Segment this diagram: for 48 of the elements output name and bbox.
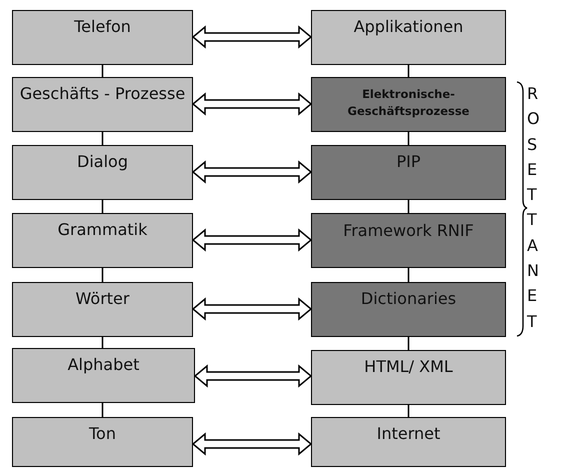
box-label: Wörter [74, 288, 130, 308]
box-label: PIP [395, 151, 422, 171]
process-box [12, 213, 193, 268]
double-arrow [194, 364, 312, 388]
box-label: Grammatik [56, 219, 148, 239]
double-arrow [192, 92, 312, 116]
process-box [311, 213, 506, 268]
connector-line [102, 268, 104, 282]
box-label: Alphabet [66, 354, 140, 374]
connector-line [408, 405, 410, 417]
vertical-label: ROSETTANET [527, 83, 541, 333]
box-label: Elektronische- Geschäftsprozesse [346, 86, 470, 120]
box-label: Dialog [76, 151, 129, 171]
process-box [311, 145, 506, 200]
process-box [12, 77, 193, 132]
connector-line [102, 200, 104, 213]
connector-line [408, 200, 410, 213]
process-box [311, 10, 506, 65]
connector-line [102, 337, 104, 348]
box-label: Applikationen [352, 16, 464, 36]
connector-line [408, 132, 410, 145]
process-box [311, 417, 506, 467]
connector-line [408, 65, 410, 77]
process-box [12, 348, 195, 403]
box-label: HTML/ XML [363, 356, 454, 376]
process-box [311, 77, 506, 132]
box-label: Telefon [73, 16, 132, 36]
process-box [12, 145, 193, 200]
double-arrow [192, 432, 312, 456]
box-label: Geschäfts - Prozesse [18, 83, 186, 103]
connector-line [102, 132, 104, 145]
double-arrow [192, 297, 312, 321]
connector-line [408, 337, 410, 350]
box-label: Ton [88, 423, 117, 443]
process-box [12, 417, 193, 467]
connector-line [408, 268, 410, 282]
process-box [311, 350, 506, 405]
double-arrow [192, 160, 312, 184]
process-box [12, 10, 193, 65]
double-arrow [192, 25, 312, 49]
box-label: Dictionaries [360, 288, 458, 308]
process-box [12, 282, 193, 337]
process-box [311, 282, 506, 337]
connector-line [102, 403, 104, 417]
box-label: Internet [376, 423, 442, 443]
box-label: Framework RNIF [342, 220, 475, 239]
double-arrow [192, 228, 312, 252]
connector-line [102, 65, 104, 77]
